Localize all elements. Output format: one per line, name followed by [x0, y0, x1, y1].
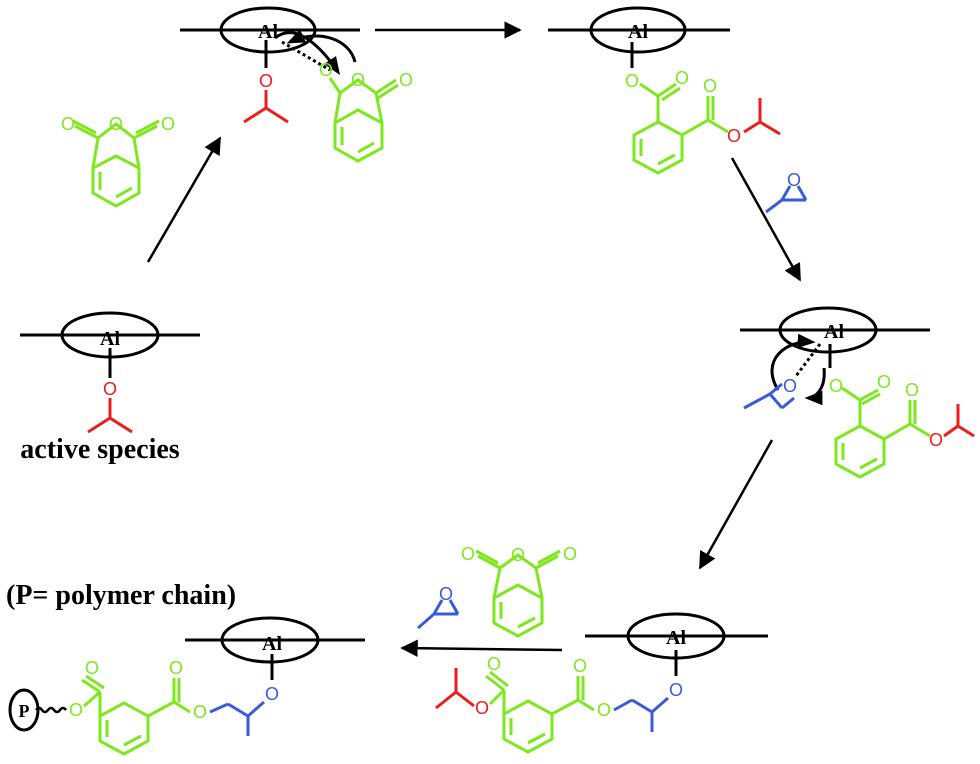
anhydride-coordination-complex: Al O O O O [180, 6, 413, 163]
ester-oxygen: O [475, 698, 489, 718]
alkoxide-complex: Al O O O O O [435, 612, 768, 754]
carbonyl-oxygen: O [85, 658, 99, 678]
oxygen-label: O [829, 376, 843, 396]
polymer-label: P [19, 701, 30, 721]
ester-oxygen: O [929, 430, 943, 450]
epoxide-oxygen: O [783, 376, 797, 396]
polymer-chain-note: (P= polymer chain) [6, 580, 236, 611]
anhydride-carbonyl-oxygen: O [319, 60, 333, 80]
aluminum-label: Al [100, 328, 120, 350]
anhydride-carbonyl-oxygen: O [161, 114, 175, 134]
aluminum-label: Al [262, 633, 282, 655]
oxygen-label: O [103, 379, 117, 399]
active-species-label: active species [20, 434, 179, 465]
anhydride-ring-oxygen: O [109, 114, 123, 134]
carbonyl-oxygen: O [487, 654, 501, 674]
carbonyl-oxygen: O [703, 76, 717, 96]
carbonyl-oxygen: O [905, 380, 919, 400]
alkoxide-oxygen: O [669, 680, 683, 700]
ester-oxygen: O [193, 702, 207, 722]
reaction-arrow [730, 157, 802, 282]
phthalic-anhydride-molecule [72, 119, 160, 208]
alkoxide-oxygen: O [265, 684, 279, 704]
aluminum-label: Al [824, 321, 844, 343]
propylene-oxide-molecule: O [765, 170, 808, 214]
aluminum-label: Al [628, 21, 648, 43]
anhydride-carbonyl-oxygen: O [563, 544, 577, 564]
ring-opened-ester-complex: Al O O O O [548, 6, 781, 175]
phthalic-anhydride-molecule [475, 549, 561, 638]
ester-oxygen: O [727, 126, 741, 146]
anhydride-ring-oxygen: O [351, 70, 365, 90]
aluminum-label: Al [666, 627, 686, 649]
reaction-arrow [146, 136, 222, 263]
carbonyl-oxygen: O [877, 372, 891, 392]
epoxide-oxygen: O [787, 170, 801, 190]
reaction-arrow [400, 639, 563, 657]
anhydride-carbonyl-oxygen: O [461, 544, 475, 564]
reaction-arrow [698, 439, 774, 570]
carbonyl-oxygen: O [169, 658, 183, 678]
carbonyl-oxygen: O [573, 656, 587, 676]
oxygen-label: O [259, 71, 273, 91]
ester-oxygen: O [597, 700, 611, 720]
anhydride-carbonyl-oxygen: O [61, 114, 75, 134]
polymer-chain-complex: Al O O O O O P [8, 616, 365, 756]
oxygen-label: O [625, 71, 639, 91]
ester-oxygen: O [69, 700, 83, 720]
active-species-complex: Al O active species [20, 311, 200, 465]
carbonyl-oxygen: O [675, 68, 689, 88]
propylene-oxide-molecule: O [417, 584, 460, 630]
anhydride-ring-oxygen: O [511, 545, 525, 565]
epoxide-oxygen: O [439, 584, 453, 604]
anhydride-carbonyl-oxygen: O [399, 70, 413, 90]
epoxide-coordination-complex: Al O O O O O [740, 306, 975, 479]
aluminum-label: Al [258, 21, 278, 43]
polymer-chain-circle [8, 688, 40, 732]
